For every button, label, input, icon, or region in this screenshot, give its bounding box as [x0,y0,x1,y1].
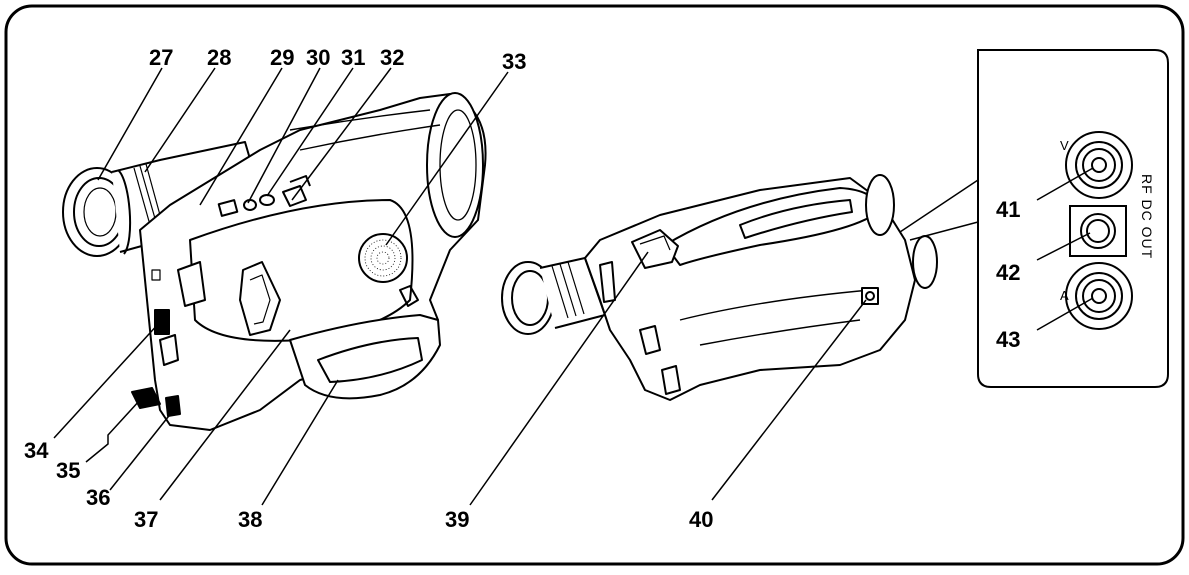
callout-29: 29 [270,45,294,70]
leader-38 [261,379,339,506]
callout-34: 34 [24,438,49,463]
video-jack [1065,131,1133,199]
top-button-29 [217,199,239,217]
side-clip [177,261,206,307]
callout-38: 38 [238,507,262,532]
callout-numbers: 27 28 29 30 31 32 33 34 35 36 37 38 39 4… [24,45,1020,532]
lens-front [426,92,484,238]
jack-panel: V A RF DC OUT [977,49,1169,388]
side-switch-34 [154,309,170,335]
leader-33 [385,71,509,246]
leader-lines [53,67,1094,506]
callout-28: 28 [207,45,231,70]
side-panel [189,199,414,342]
grip-pad [317,337,423,383]
jack-label-v: V [1060,138,1069,153]
speaker-grille [358,233,408,283]
leader-42 [1036,232,1091,261]
callout-27: 27 [149,45,173,70]
leader-31 [266,67,354,197]
callout-39: 39 [445,507,469,532]
left-camcorder [62,92,487,431]
leader-36 [109,411,173,491]
leader-40 [711,299,867,501]
leader-37 [159,329,291,501]
jack-label-rf-dc-out: RF DC OUT [1139,174,1155,259]
callout-40: 40 [689,507,713,532]
leader-28 [144,67,216,173]
leader-27 [97,67,163,181]
callout-31: 31 [341,45,365,70]
callout-42: 42 [996,260,1020,285]
leader-35 [85,399,141,463]
cassette-handle [239,261,281,336]
callout-35: 35 [56,458,80,483]
callout-32: 32 [380,45,404,70]
leader-43 [1036,297,1094,331]
leader-41 [1036,167,1094,201]
leader-32 [291,67,392,201]
audio-jack [1065,262,1133,330]
rf-dc-jack [1069,205,1127,257]
outer-frame [4,4,1185,566]
bottom-switch-36 [165,395,181,417]
callout-37: 37 [134,507,158,532]
callout-33: 33 [502,49,526,74]
callout-36: 36 [86,485,110,510]
leader-39 [469,251,649,506]
leader-34 [53,321,161,439]
leader-30 [247,67,321,204]
callout-30: 30 [306,45,330,70]
jack-label-a: A [1060,288,1069,303]
callout-41: 41 [996,197,1020,222]
leader-29 [199,67,283,206]
panel-pointer-line-bottom [909,221,979,241]
callout-43: 43 [996,327,1020,352]
